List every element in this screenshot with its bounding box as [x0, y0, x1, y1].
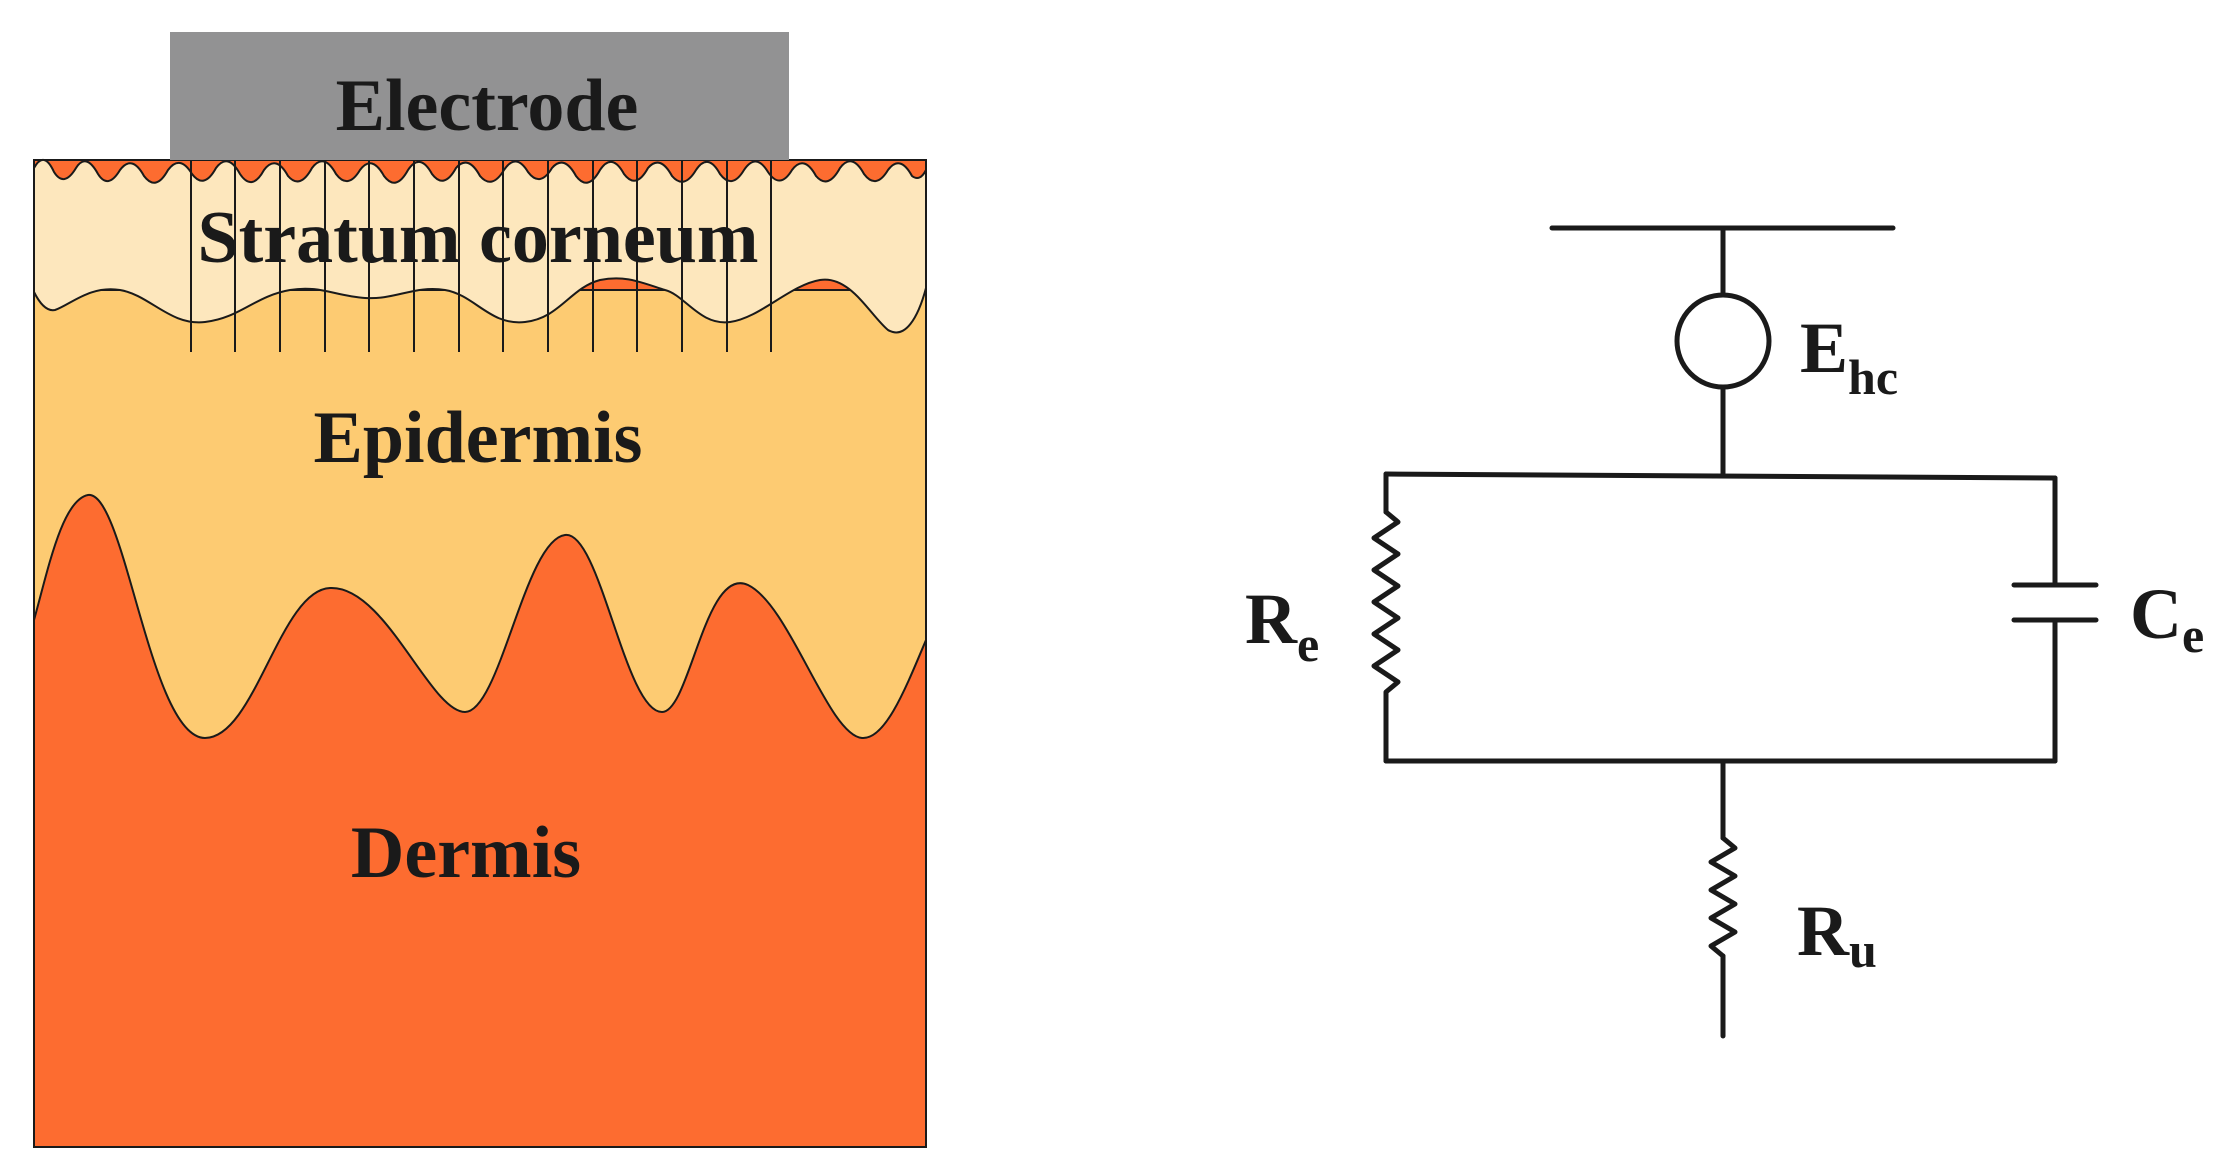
resistor-re-symbol	[1371, 509, 1401, 707]
epidermis-layer	[33, 289, 927, 740]
electrode-capacitance-label: Ce	[2130, 574, 2204, 663]
resistor-ru-symbol	[1708, 835, 1738, 959]
parallel-top-rail	[1383, 471, 2058, 481]
circuit-labels: Ehc Re Ce Ru	[1245, 308, 2204, 978]
underlying-resistance-label: Ru	[1797, 891, 1877, 978]
stratum-corneum-layer	[33, 159, 927, 334]
stratum-corneum-label: Stratum corneum	[197, 197, 758, 279]
epidermis-label: Epidermis	[314, 397, 643, 479]
electrode-resistance-label: Re	[1245, 579, 1319, 672]
electrode-label: Electrode	[336, 65, 639, 147]
electrode-pins	[190, 160, 772, 352]
half-cell-source-symbol	[1674, 292, 1772, 390]
electrode-block	[170, 32, 789, 160]
skin-cross-section: Electrode Stratum corneum Epidermis Derm…	[33, 32, 927, 1148]
dermis-label: Dermis	[351, 812, 581, 894]
equivalent-circuit	[1371, 225, 2099, 1039]
half-cell-potential-label: Ehc	[1800, 308, 1898, 405]
